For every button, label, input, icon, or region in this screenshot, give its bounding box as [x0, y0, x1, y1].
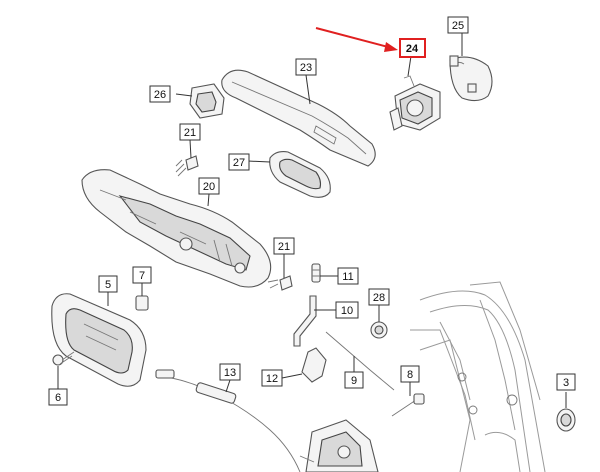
callout-7[interactable]: 7	[132, 266, 152, 284]
callout-label-20: 20	[203, 181, 215, 193]
callout-label-27: 27	[233, 157, 245, 169]
part-12-clip	[301, 347, 327, 383]
callout-label-10: 10	[341, 305, 353, 317]
callout-26[interactable]: 26	[149, 85, 171, 103]
callout-label-26: 26	[154, 89, 166, 101]
callout-label-9: 9	[351, 375, 357, 387]
callout-28[interactable]: 28	[368, 288, 390, 306]
part-13-cable	[155, 369, 301, 472]
callout-21-middle[interactable]: 21	[273, 237, 295, 255]
part-7-clip	[135, 295, 149, 311]
callout-label-6: 6	[55, 392, 61, 404]
callout-3[interactable]: 3	[556, 373, 576, 391]
callout-label-7: 7	[139, 270, 145, 282]
part-20-handle-bracket	[81, 169, 272, 288]
part-21-screw-middle	[267, 275, 293, 291]
callout-5[interactable]: 5	[98, 275, 118, 293]
part-11-rod-clip	[311, 263, 321, 283]
callout-label-13: 13	[224, 367, 236, 379]
part-24-cylinder-housing	[389, 75, 441, 131]
callout-label-12: 12	[266, 373, 278, 385]
callout-27[interactable]: 27	[228, 153, 250, 171]
part-3-grommet	[556, 408, 576, 432]
callout-label-23: 23	[300, 62, 312, 74]
callout-21-top[interactable]: 21	[179, 123, 201, 141]
callout-8[interactable]: 8	[400, 365, 420, 383]
callout-23[interactable]: 23	[295, 58, 317, 76]
callout-label-28: 28	[373, 292, 385, 304]
part-10-lock-rod	[293, 295, 317, 347]
door-frame-outline	[410, 281, 546, 472]
highlight-arrow	[315, 27, 398, 52]
part-8-sill-rod	[391, 393, 425, 417]
callout-12[interactable]: 12	[261, 369, 283, 387]
callout-label-5: 5	[105, 279, 111, 291]
callout-24-highlighted[interactable]: 24	[399, 38, 426, 58]
part-9-rod	[325, 331, 395, 391]
callout-6[interactable]: 6	[48, 388, 68, 406]
callout-25[interactable]: 25	[447, 16, 469, 34]
part-25-end-cap	[449, 55, 493, 102]
part-6-screw	[52, 351, 75, 366]
leader-lines	[57, 33, 567, 408]
callout-label-8: 8	[407, 369, 413, 381]
part-21-screw-top	[175, 155, 199, 177]
part-23-outer-handle	[221, 69, 376, 167]
part-27-gasket	[269, 151, 331, 198]
callout-label-25: 25	[452, 20, 464, 32]
callout-10[interactable]: 10	[335, 301, 359, 319]
callout-11[interactable]: 11	[337, 267, 359, 285]
callout-9[interactable]: 9	[344, 371, 364, 389]
part-5-inner-handle	[51, 293, 147, 387]
callout-label-3: 3	[563, 377, 569, 389]
part-26-gasket	[189, 83, 225, 119]
callout-label-21-middle: 21	[278, 241, 290, 253]
door-latch	[299, 419, 379, 472]
callout-13[interactable]: 13	[219, 363, 241, 381]
part-28-grommet	[370, 321, 388, 339]
callout-20[interactable]: 20	[198, 177, 220, 195]
callout-label-11: 11	[342, 271, 353, 283]
callout-label-21-top: 21	[184, 127, 196, 139]
callout-label-24: 24	[406, 43, 419, 55]
